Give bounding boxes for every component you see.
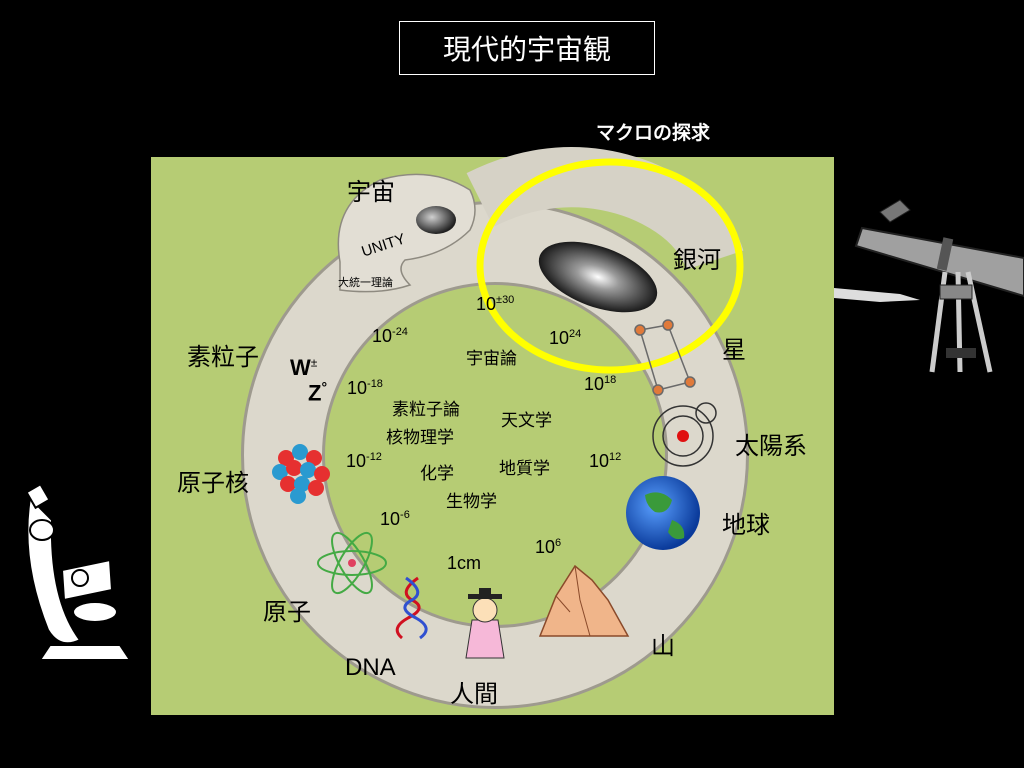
scale-1e-12: 10-12 <box>346 451 382 471</box>
page-title: 現代的宇宙観 <box>399 21 655 75</box>
macro-exploration-label: マクロの探求 <box>596 122 711 144</box>
field-geology: 地質学 <box>499 459 550 479</box>
label-gut: 大統一理論 <box>338 276 393 289</box>
telescope-icon <box>834 199 1024 373</box>
scale-1e-18: 10-18 <box>347 378 383 398</box>
label-solar-system: 太陽系 <box>735 432 807 460</box>
label-dna: DNA <box>345 654 396 681</box>
solar-system-icon <box>652 402 717 467</box>
scale-1cm: 1cm <box>447 553 482 573</box>
field-cosmology: 宇宙論 <box>466 349 517 369</box>
label-mountain: 山 <box>651 632 675 660</box>
scale-1e-6: 10-6 <box>380 509 410 529</box>
scale-1e18: 1018 <box>584 374 617 394</box>
atom-icon <box>317 531 387 595</box>
label-z-boson: Z° <box>308 379 328 406</box>
label-nucleus: 原子核 <box>177 469 249 497</box>
scale-1e-24: 10-24 <box>372 326 408 346</box>
scale-1e30: 10±30 <box>476 294 515 314</box>
microscope-icon <box>25 482 132 661</box>
label-universe: 宇宙 <box>347 178 395 206</box>
field-particle-physics: 素粒子論 <box>392 400 460 420</box>
dna-icon <box>395 576 428 640</box>
scale-1e12: 1012 <box>589 451 622 471</box>
label-atom: 原子 <box>263 598 311 626</box>
label-star: 星 <box>722 336 746 364</box>
label-galaxy: 銀河 <box>673 246 721 274</box>
earth-icon <box>626 476 700 550</box>
scale-1e24: 1024 <box>549 328 582 348</box>
label-particle: 素粒子 <box>187 343 259 371</box>
label-w-boson: W± <box>290 355 318 380</box>
field-biology: 生物学 <box>446 492 497 512</box>
human-icon <box>465 588 505 659</box>
title-text: 現代的宇宙観 <box>442 33 611 66</box>
scale-1e6: 106 <box>535 537 562 557</box>
mountain-icon <box>538 564 630 637</box>
field-chemistry: 化学 <box>420 464 454 484</box>
nucleus-icon <box>272 444 330 504</box>
galaxy-icon <box>538 241 658 313</box>
macro-highlight-ring <box>476 158 744 374</box>
label-earth: 地球 <box>722 511 770 539</box>
label-human: 人間 <box>450 680 498 708</box>
snake-eye-icon <box>416 206 456 234</box>
field-astronomy: 天文学 <box>501 411 552 431</box>
constellation-icon <box>634 319 696 396</box>
field-nuclear-physics: 核物理学 <box>386 428 454 448</box>
ouroboros-snake <box>241 147 749 709</box>
